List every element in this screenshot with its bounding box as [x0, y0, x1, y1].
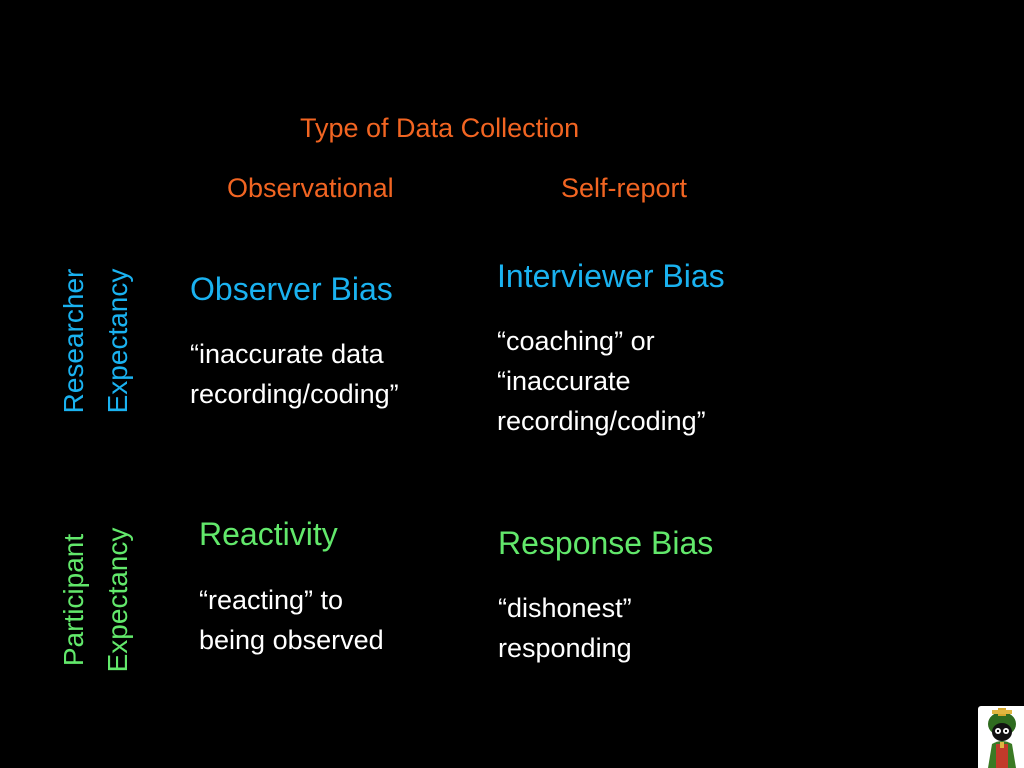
table-title: Type of Data Collection	[300, 113, 580, 143]
interviewer-bias-line3: recording/coding”	[497, 406, 706, 436]
reactivity-line1: “reacting” to	[199, 585, 344, 615]
observer-bias-line1: “inaccurate data	[190, 339, 384, 369]
row-label-researcher-line1: Researcher	[58, 268, 89, 414]
cartoon-character-logo-icon	[978, 706, 1024, 768]
cell-interviewer-bias-description: “coaching” or “inaccurate recording/codi…	[497, 321, 706, 441]
cell-response-bias-title: Response Bias	[498, 525, 714, 561]
row-label-researcher-line2: Expectancy	[102, 268, 133, 414]
reactivity-line2: being observed	[199, 625, 384, 655]
row-label-participant-line2: Expectancy	[102, 527, 133, 673]
response-bias-line2: responding	[498, 633, 632, 663]
cell-reactivity-title: Reactivity	[199, 516, 338, 552]
cell-reactivity-description: “reacting” to being observed	[199, 580, 384, 660]
observer-bias-line2: recording/coding”	[190, 379, 399, 409]
cell-observer-bias-title: Observer Bias	[190, 271, 393, 307]
row-label-participant-line1: Participant	[58, 533, 89, 667]
column-header-self-report: Self-report	[561, 173, 688, 203]
interviewer-bias-line1: “coaching” or	[497, 326, 655, 356]
cell-observer-bias-description: “inaccurate data recording/coding”	[190, 334, 399, 414]
row-label-participant-expectancy: Participant Expectancy	[52, 500, 140, 700]
response-bias-line1: “dishonest”	[498, 593, 632, 623]
interviewer-bias-line2: “inaccurate	[497, 366, 631, 396]
column-header-observational: Observational	[227, 173, 394, 203]
cell-response-bias-description: “dishonest” responding	[498, 588, 632, 668]
cell-interviewer-bias-title: Interviewer Bias	[497, 258, 725, 294]
row-label-researcher-expectancy: Researcher Expectancy	[52, 241, 140, 441]
